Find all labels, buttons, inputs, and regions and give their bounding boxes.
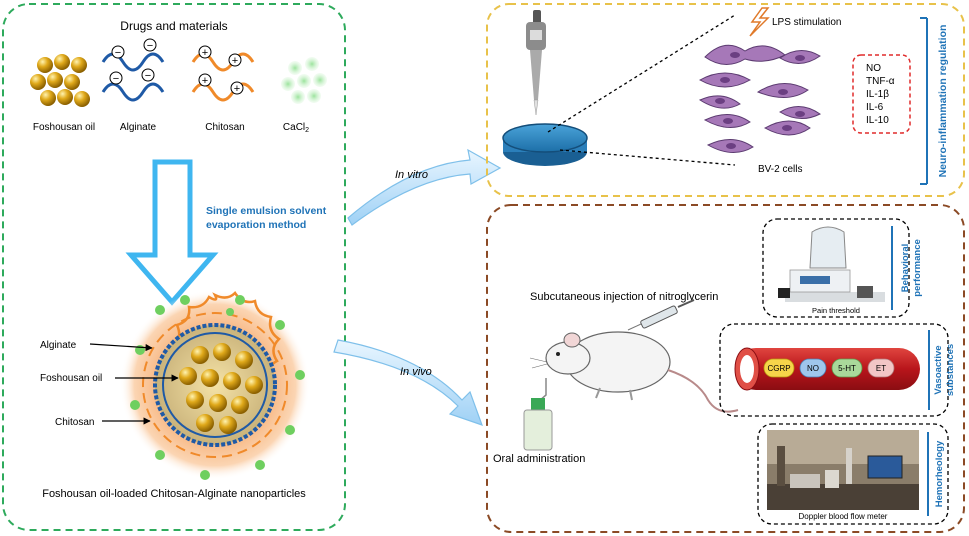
marker-tnf-alpha: TNF-α <box>866 76 895 87</box>
pipette-icon <box>526 10 546 116</box>
marker-il-10: IL-10 <box>866 115 889 126</box>
marker-il-1beta: IL-1β <box>866 89 889 100</box>
left-panel-border <box>2 3 346 531</box>
in-vivo-panel-border <box>486 204 965 533</box>
marker-il-6: IL-6 <box>866 102 884 113</box>
vasoactive-label-1: Vasoactive <box>933 345 944 394</box>
pain-threshold-label: Pain threshold <box>812 306 860 315</box>
injection-label: Subcutaneous injection of nitroglycerin <box>530 291 718 303</box>
particle-label-alginate: Alginate <box>40 340 77 351</box>
svg-text:−: − <box>147 40 153 52</box>
in-vivo-label: In vivo <box>400 366 432 378</box>
svg-text:+: + <box>232 55 238 67</box>
vaso-marker-cgrp: CGRP <box>767 364 790 373</box>
nanoparticle-illustration <box>120 290 310 480</box>
svg-text:+: + <box>202 47 208 59</box>
vasoactive-box <box>719 323 949 417</box>
material-label-cacl2: CaCl2 <box>283 122 309 134</box>
bv2-cells-label: BV-2 cells <box>758 164 802 175</box>
pain-threshold-device-icon <box>778 226 885 302</box>
in-vivo-arrow-icon <box>333 339 483 426</box>
svg-text:+: + <box>202 75 208 87</box>
behavioral-box <box>762 218 910 318</box>
method-line-2: evaporation method <box>206 219 306 231</box>
syringe-icon <box>627 299 695 331</box>
svg-text:−: − <box>113 73 119 85</box>
doppler-label: Doppler blood flow meter <box>799 512 888 521</box>
positive-charge-icons: + + + + <box>198 45 244 95</box>
vaso-marker-no: NO <box>807 364 819 373</box>
svg-text:−: − <box>115 47 121 59</box>
svg-text:+: + <box>234 83 240 95</box>
particle-green-dots <box>130 295 305 480</box>
nanoparticle-caption: Foshousan oil-loaded Chitosan-Alginate n… <box>42 488 306 500</box>
particle-label-oil: Foshousan oil <box>40 373 102 384</box>
vaso-marker-pills: CGRP NO 5-HT ET <box>763 358 895 378</box>
cgrp-pill <box>763 358 795 378</box>
lightning-icon <box>749 7 770 37</box>
neuro-inflammation-label: Neuro-inflammation regulation <box>937 25 949 178</box>
blood-vessel-icon <box>734 347 920 391</box>
svg-text:−: − <box>145 70 151 82</box>
pointer-arrow-alginate <box>89 343 153 352</box>
water-bottle-icon <box>523 378 553 451</box>
mouse-icon <box>529 331 739 413</box>
chitosan-inner-strands <box>142 312 288 458</box>
materials-title: Drugs and materials <box>120 19 227 33</box>
vasoactive-label-2: substances <box>945 344 956 396</box>
negative-charge-icons: − − − − <box>109 38 157 85</box>
cytokine-box <box>852 54 911 134</box>
in-vitro-arrow-icon <box>347 148 502 226</box>
in-vitro-label: In vitro <box>395 169 428 181</box>
oral-administration-label: Oral administration <box>493 453 585 465</box>
material-label-chitosan: Chitosan <box>205 122 244 133</box>
vaso-marker-5ht: 5-HT <box>838 364 856 373</box>
hemorheology-label: Hemorheology <box>934 440 945 507</box>
in-vivo-panel: Subcutaneous injection of nitroglycerin … <box>486 204 965 533</box>
petri-dish-icon <box>502 123 588 166</box>
in-vitro-panel-border <box>486 3 965 197</box>
process-down-arrow-icon <box>125 159 219 306</box>
lps-label: LPS stimulation <box>772 17 841 28</box>
calcium-chloride-icon <box>281 57 327 104</box>
vaso-marker-et: ET <box>876 364 886 373</box>
behavioral-label-2: performance <box>912 239 923 297</box>
hemorheology-box <box>757 423 949 525</box>
bv2-cells-icon <box>698 44 821 153</box>
et-pill <box>867 358 895 378</box>
left-panel: Drugs and materials Foshousan oil − − − … <box>2 3 346 531</box>
material-label-oil: Foshousan oil <box>33 122 95 133</box>
zoom-line-bottom <box>559 149 736 166</box>
in-vitro-panel: LPS stimulation BV-2 cells NO TNF-α <box>486 3 965 197</box>
method-line-1: Single emulsion solvent <box>206 205 327 217</box>
marker-no: NO <box>866 63 881 74</box>
zoom-line-top <box>547 14 736 133</box>
no-pill <box>799 358 827 378</box>
doppler-photo-icon <box>767 430 919 510</box>
behavioral-label-1: Behavioral <box>900 244 911 293</box>
material-label-alginate: Alginate <box>120 122 157 133</box>
oil-droplets-icon <box>30 54 90 107</box>
particle-oil-droplets <box>179 343 263 434</box>
particle-label-chitosan: Chitosan <box>55 417 94 428</box>
5ht-pill <box>831 358 863 378</box>
